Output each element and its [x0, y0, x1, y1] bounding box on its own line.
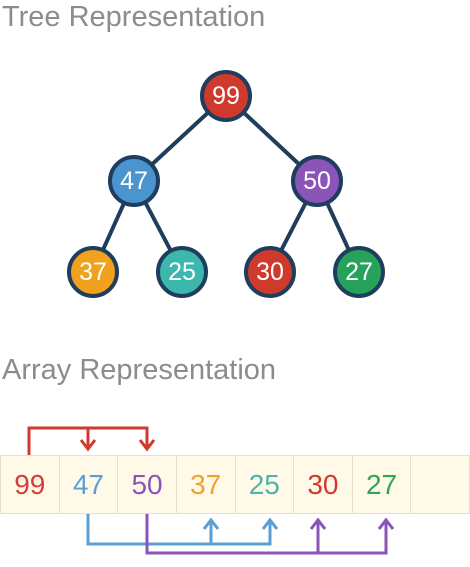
array-cell-0: 99: [0, 455, 60, 514]
array-cell-2: 50: [117, 455, 177, 514]
tree-node-50: 50: [291, 155, 343, 207]
node-50-arrow-path: [145, 514, 388, 555]
arrowhead-up-icon: [377, 517, 395, 530]
arrowhead-up-icon: [261, 517, 279, 530]
tree-node-27: 27: [333, 246, 385, 298]
tree-node-label: 50: [303, 166, 331, 195]
tree-node-label: 30: [256, 257, 284, 286]
tree-node-30: 30: [244, 246, 296, 298]
arrowhead-down-icon: [79, 439, 97, 452]
node-47-arrow-path: [86, 514, 272, 546]
tree-node-label: 27: [345, 257, 373, 286]
tree-node-label: 25: [168, 257, 196, 286]
node-47-children-arrow: [86, 514, 279, 546]
array-cell-4: 25: [234, 455, 295, 514]
arrowhead-up-icon: [309, 517, 327, 530]
array-cell-empty: [410, 455, 470, 514]
tree-node-label: 37: [79, 257, 107, 286]
array-cell-3: 37: [175, 455, 236, 514]
array-section-title: Array Representation: [2, 354, 277, 386]
tree-node-25: 25: [156, 246, 208, 298]
array-cell-5: 30: [293, 455, 353, 514]
node-50-children-arrow: [145, 514, 395, 555]
tree-section-title: Tree Representation: [2, 1, 266, 33]
root-children-arrow: [27, 426, 156, 455]
tree-node-99: 99: [200, 70, 252, 122]
tree-node-37: 37: [67, 246, 119, 298]
tree-node-label: 47: [120, 166, 148, 195]
array-cell-6: 27: [351, 455, 412, 514]
tree-node-47: 47: [108, 155, 160, 207]
array-cells: 99 47 50 37 25 30 27: [0, 455, 470, 514]
tree-node-label: 99: [212, 81, 240, 110]
arrowhead-down-icon: [138, 439, 156, 452]
array-cell-1: 47: [58, 455, 119, 514]
arrowhead-up-icon: [202, 517, 220, 530]
